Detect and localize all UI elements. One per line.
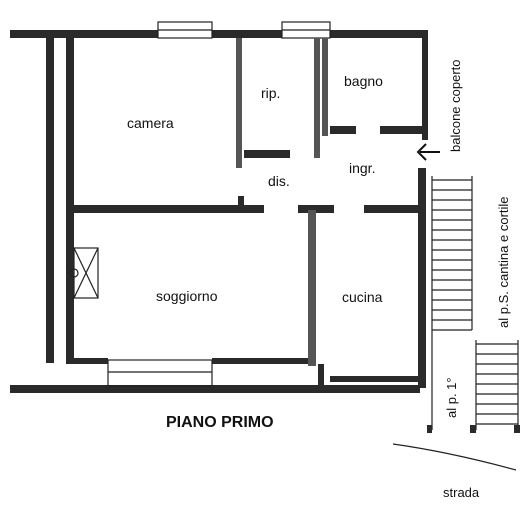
- room-ingr: ingr.: [349, 160, 375, 176]
- interior-walls: [74, 38, 422, 366]
- label-piano1: al p. 1°: [444, 377, 459, 418]
- label-cantina: al p.S. cantina e cortile: [496, 196, 511, 328]
- window-bottom: [107, 359, 213, 387]
- room-soggiorno: soggiorno: [156, 288, 218, 304]
- window-top: [157, 21, 331, 39]
- fireplace: [69, 247, 99, 299]
- entry-arrow-icon: [416, 143, 440, 161]
- staircase-upper: [427, 176, 473, 433]
- plan-title: PIANO PRIMO: [166, 414, 274, 431]
- staircase-lower: [470, 340, 520, 433]
- room-camera: camera: [127, 115, 174, 131]
- label-balcone: balcone coperto: [448, 59, 463, 152]
- outer-walls: [10, 30, 428, 393]
- room-cucina: cucina: [342, 289, 383, 305]
- street-line: [392, 443, 517, 471]
- room-rip: rip.: [261, 85, 280, 101]
- room-bagno: bagno: [344, 73, 383, 89]
- label-strada: strada: [443, 485, 480, 500]
- room-dis: dis.: [268, 173, 290, 189]
